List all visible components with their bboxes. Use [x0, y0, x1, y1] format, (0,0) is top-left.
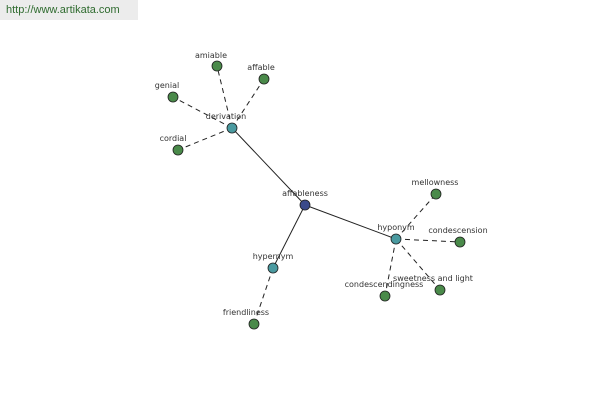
edge-hypernym-friendliness	[253, 267, 274, 325]
node-label-mellowness: mellowness	[412, 178, 459, 187]
edge-derivation-genial	[172, 96, 233, 129]
edge-hyponym-mellowness	[395, 193, 437, 240]
node-label-condescension: condescension	[428, 226, 487, 235]
edge-derivation-affable	[231, 78, 265, 129]
node-genial[interactable]	[167, 91, 179, 103]
node-label-center: affableness	[282, 189, 328, 198]
node-label-friendliness: friendliness	[223, 308, 269, 317]
edge-center-hyponym	[304, 204, 397, 240]
node-hyponym[interactable]	[390, 233, 402, 245]
node-label-sweetness: sweetness and light	[393, 274, 473, 283]
node-affable[interactable]	[258, 73, 270, 85]
node-label-cordial: cordial	[160, 134, 187, 143]
node-sweetness[interactable]	[434, 284, 446, 296]
node-friendliness[interactable]	[248, 318, 260, 330]
node-hypernym[interactable]	[267, 262, 279, 274]
graph-nodes	[167, 60, 466, 330]
node-cordial[interactable]	[172, 144, 184, 156]
node-label-hypernym: hypernym	[253, 252, 294, 261]
graph-labels: affableness derivation hypernym hyponym amia…	[155, 51, 488, 317]
watermark-url: http://www.artikata.com	[0, 0, 138, 20]
edge-derivation-amiable	[216, 65, 233, 129]
node-condescension[interactable]	[454, 236, 466, 248]
node-label-amiable: amiable	[195, 51, 227, 60]
edge-hyponym-sweetness	[395, 238, 441, 291]
node-mellowness[interactable]	[430, 188, 442, 200]
edge-center-hypernym	[272, 204, 306, 269]
node-label-hyponym: hyponym	[377, 223, 415, 232]
node-derivation[interactable]	[226, 122, 238, 134]
node-label-condescendingness: condescendingness	[345, 280, 424, 289]
node-label-affable: affable	[247, 63, 275, 72]
node-amiable[interactable]	[211, 60, 223, 72]
node-condescendingness[interactable]	[379, 290, 391, 302]
edge-hyponym-condescension	[395, 238, 461, 243]
edge-hyponym-condescendingness	[384, 238, 397, 297]
graph-edges	[172, 65, 461, 325]
edge-derivation-cordial	[177, 127, 233, 151]
node-label-genial: genial	[155, 81, 179, 90]
edge-center-derivation	[231, 127, 306, 206]
node-label-derivation: derivation	[206, 112, 246, 121]
node-center[interactable]	[299, 199, 311, 211]
